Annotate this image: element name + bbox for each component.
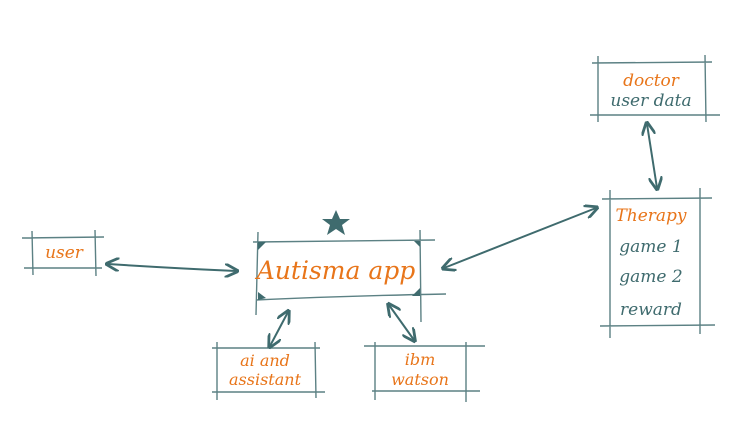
edge-doctor-therapy — [647, 124, 657, 188]
user-label: user — [45, 243, 84, 263]
app-label: Autisma app — [255, 256, 416, 285]
node-ibm-watson: ibm watson — [364, 342, 485, 402]
star-icon — [322, 210, 350, 235]
therapy-item: game 1 — [619, 237, 682, 257]
node-user: user — [21, 229, 105, 277]
doctor-label: doctor — [623, 71, 680, 91]
edge-app-therapy — [444, 208, 596, 268]
edge-user-app — [108, 264, 236, 271]
node-doctor-user-data: doctor user data — [590, 54, 720, 123]
ai-label-line1: ai and — [240, 351, 290, 370]
ai-label-line2: assistant — [229, 370, 302, 389]
therapy-item: game 2 — [619, 267, 682, 287]
node-ai-assistant: ai and assistant — [212, 341, 325, 400]
user-data-label: user data — [610, 91, 691, 111]
ibm-label-line1: ibm — [405, 350, 436, 369]
edge-app-ai — [270, 312, 288, 346]
ibm-label-line2: watson — [391, 370, 449, 389]
node-therapy: Therapy game 1 game 2 reward — [599, 188, 716, 338]
node-autisma-app: Autisma app — [252, 210, 447, 323]
therapy-title: Therapy — [615, 206, 686, 226]
edge-app-ibm — [389, 305, 414, 340]
therapy-item: reward — [620, 300, 682, 320]
